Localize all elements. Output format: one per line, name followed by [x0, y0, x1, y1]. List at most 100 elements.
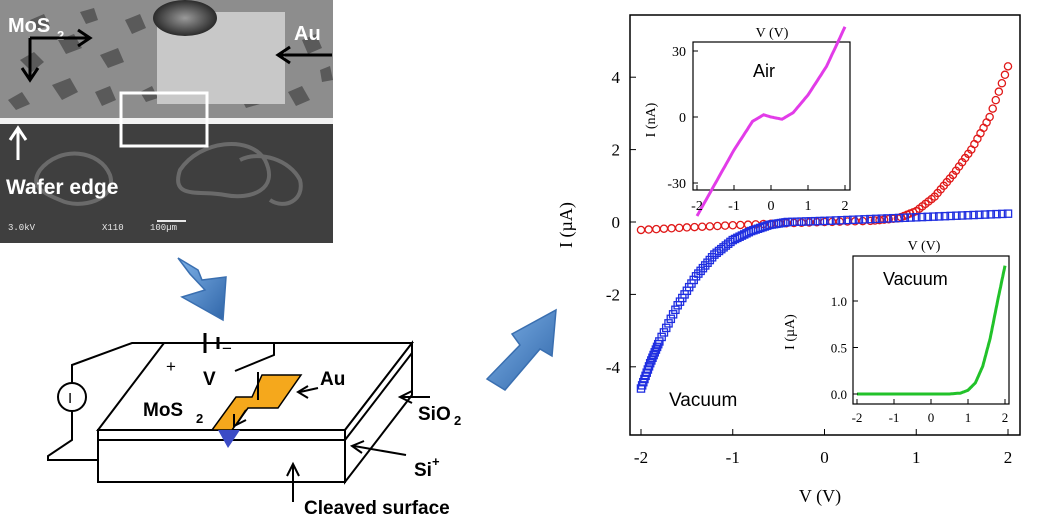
- main-point-series-0: [682, 223, 692, 232]
- main-point-series-0: [991, 95, 1001, 105]
- main-y-axis-label: I (µA): [556, 202, 577, 248]
- main-point-series-0: [1000, 70, 1010, 80]
- main-point-series-1: [651, 345, 661, 354]
- main-point-series-1: [652, 342, 662, 352]
- main-x-tick-label: -1: [726, 448, 740, 467]
- main-point-series-0: [667, 224, 676, 233]
- main-point-series-1: [894, 213, 904, 223]
- main-point-series-1: [934, 212, 944, 221]
- main-point-series-1: [843, 215, 852, 225]
- inset-vacuum-curve: [857, 265, 1007, 396]
- main-point-series-1: [797, 217, 806, 226]
- schematic-label-sio2: SiO: [418, 404, 451, 425]
- main-point-series-0: [1003, 62, 1013, 71]
- inset-air-top-axis-label: V (V): [756, 26, 789, 41]
- main-point-series-0: [985, 112, 994, 122]
- main-y-tick-label: 0: [612, 213, 621, 232]
- main-point-series-1: [923, 212, 932, 222]
- main-point-series-1: [912, 213, 921, 222]
- inset-vacuum-series-group: [857, 265, 1007, 396]
- wafer-edge-arrow: [8, 125, 28, 160]
- main-x-tick-label: 1: [912, 448, 921, 467]
- main-point-series-1: [815, 216, 825, 226]
- inset-air-y-tick-label: -30: [667, 177, 686, 192]
- au-pointer-arrow: [275, 45, 332, 65]
- main-point-series-1: [917, 212, 927, 222]
- battery-minus-label: −: [222, 339, 232, 358]
- inset-vacuum-y-tick-label: 0.0: [831, 387, 847, 402]
- main-point-series-1: [820, 216, 829, 226]
- main-y-tick-label: -4: [606, 358, 621, 377]
- main-point-series-1: [703, 258, 712, 267]
- main-point-series-1: [992, 209, 1001, 219]
- arrow-down-icon: [177, 257, 227, 322]
- inset-air-x-tick-label: -1: [728, 199, 740, 214]
- main-point-series-1: [889, 213, 898, 223]
- main-point-series-0: [720, 221, 730, 230]
- main-point-series-1: [969, 210, 978, 220]
- main-point-series-1: [698, 263, 708, 273]
- main-point-series-1: [871, 214, 881, 224]
- main-point-series-1: [694, 269, 703, 278]
- schematic-label-sio2-sub: 2: [454, 413, 461, 428]
- main-point-series-1: [664, 319, 673, 328]
- main-point-series-1: [649, 350, 658, 360]
- inset-vacuum-x-tick-label: 0: [928, 410, 935, 425]
- schematic-label-si-sup: +: [432, 454, 440, 469]
- main-point-series-0: [988, 104, 997, 113]
- main-point-series-1: [647, 356, 656, 365]
- main-point-series-1: [657, 332, 666, 342]
- sem-label-mos2: MoS: [8, 15, 50, 37]
- schematic-label-cleaved: Cleaved surface: [304, 498, 450, 519]
- inset-vacuum-y-axis-label: I (µA): [783, 314, 798, 350]
- schematic-pointer-arrows: [233, 385, 430, 502]
- main-point-series-1: [655, 337, 664, 346]
- inset-air-y-tick-label: 0: [679, 111, 686, 126]
- main-point-series-1: [645, 358, 655, 368]
- main-point-series-1: [666, 314, 676, 324]
- sem-scale-length: 100µm: [150, 223, 177, 233]
- mos2-flakes: [8, 8, 333, 110]
- inset-air-x-tick-label: 2: [842, 199, 849, 214]
- main-x-axis-label: V (V): [799, 486, 841, 507]
- inset-vacuum-top-axis-label: V (V): [908, 239, 941, 254]
- inset-air-curve: [695, 26, 847, 217]
- sem-label-au: Au: [294, 23, 321, 45]
- sem-label-wafer-edge: Wafer edge: [6, 176, 118, 199]
- main-point-series-1: [848, 215, 858, 225]
- main-y-tick-label: 2: [612, 141, 621, 160]
- inset-air-y-tick-label: 30: [672, 45, 686, 60]
- main-x-tick-label: 2: [1004, 448, 1013, 467]
- arrow-right-icon: [485, 308, 557, 391]
- schematic-label-mos2: MoS: [143, 400, 183, 421]
- main-point-series-1: [986, 210, 996, 219]
- inset-air-y-axis-label: I (nA): [644, 102, 659, 137]
- main-point-series-1: [854, 215, 864, 224]
- main-point-series-1: [963, 211, 973, 220]
- main-point-series-1: [883, 214, 892, 223]
- main-point-series-1: [1003, 209, 1013, 218]
- main-x-tick-label: 0: [820, 448, 829, 467]
- main-x-tick-label: -2: [634, 448, 648, 467]
- main-point-series-1: [783, 217, 793, 227]
- inset-air-series-group: [695, 26, 847, 217]
- main-point-series-1: [946, 211, 955, 221]
- schematic-label-si: Si: [414, 460, 432, 481]
- main-annotation-vacuum: Vacuum: [669, 390, 737, 411]
- main-point-series-1: [866, 214, 875, 224]
- device-schematic: [47, 333, 415, 485]
- main-point-series-1: [707, 253, 717, 262]
- sem-label-mos2-sub: 2: [57, 28, 64, 43]
- inset-vacuum-annotation: Vacuum: [883, 269, 948, 289]
- main-point-series-0: [997, 78, 1007, 88]
- inset-vacuum-x-tick-label: 1: [965, 410, 972, 425]
- main-point-series-1: [661, 323, 671, 333]
- main-point-series-0: [644, 225, 653, 234]
- sem-scale-kv: 3.0kV: [8, 223, 36, 233]
- main-point-series-1: [825, 216, 835, 225]
